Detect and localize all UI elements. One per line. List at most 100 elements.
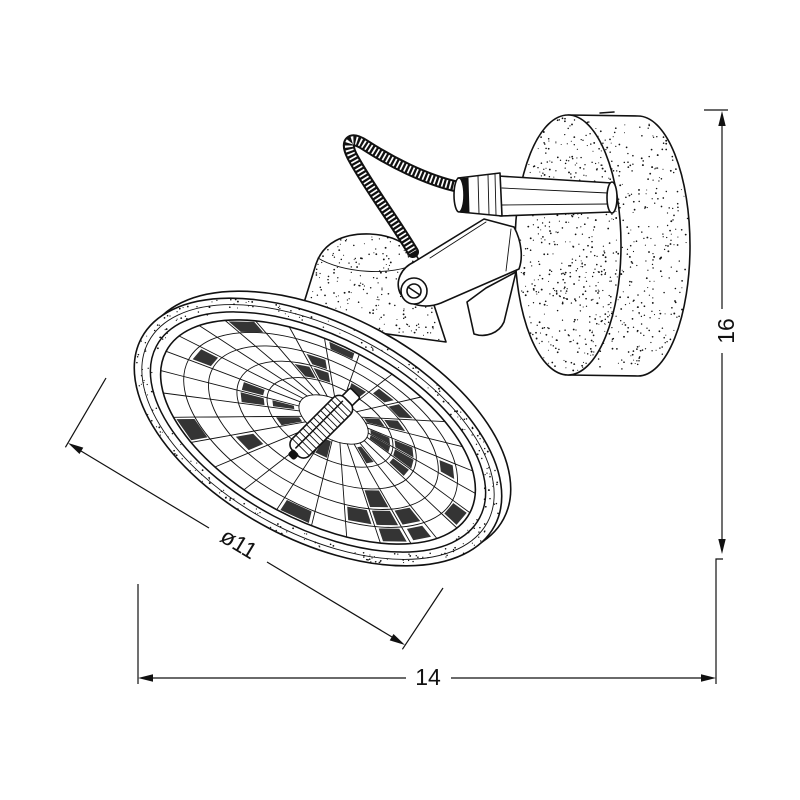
stipple-dot [573,119,576,121]
stipple-dot [622,203,625,206]
stipple-dot [662,197,665,199]
stipple-dot [585,175,587,177]
stipple-dot [337,277,339,279]
stipple-dot [554,243,556,246]
stipple-dot [591,240,593,243]
stipple-dot [611,326,613,329]
stipple-dot [136,356,139,358]
stipple-dot [527,225,530,228]
diameter-arrow-left [68,443,84,454]
stipple-dot [582,293,584,296]
stipple-dot [375,253,378,256]
stipple-dot [408,553,410,555]
reflector-rib [346,443,381,544]
stipple-dot [592,334,595,337]
stipple-dot [659,257,662,260]
stipple-dot [593,271,595,274]
stipple-dot [669,338,672,341]
stipple-dot [366,292,368,295]
stipple-dot [593,351,595,353]
stipple-dot [173,449,175,452]
stipple-dot [329,543,332,546]
diameter-extension-line-left [64,377,107,448]
stipple-dot [553,176,555,178]
stipple-dot [563,359,565,361]
stipple-dot [592,229,595,231]
stipple-dot [463,418,466,421]
stipple-dot [564,167,566,169]
stipple-dot [670,233,672,235]
arm-stem-group [497,175,618,217]
stipple-dot [654,202,656,204]
stipple-dot [578,255,581,257]
stipple-dot [584,263,586,266]
stipple-dot [601,176,604,178]
stipple-dot [641,349,644,351]
stipple-dot [388,302,391,305]
stipple-dot [486,450,489,453]
stipple-dot [561,227,564,229]
stipple-dot [520,272,522,274]
stipple-dot [589,285,591,287]
reflector-rib [311,439,333,527]
stipple-dot [337,300,340,303]
stipple-dot [538,342,540,344]
stipple-dot [567,127,569,130]
stipple-dot [189,470,192,472]
stipple-dot [648,155,650,158]
stipple-dot [565,221,567,224]
stipple-dot [541,327,544,330]
stipple-dot [651,263,654,266]
stipple-dot [631,353,634,356]
stipple-dot [403,308,405,310]
stipple-dot [628,194,631,197]
stipple-dot [312,291,314,293]
stipple-dot [668,277,670,279]
stipple-dot [344,331,346,333]
stipple-dot [158,324,161,326]
stipple-dot [319,272,321,275]
stipple-dot [543,253,546,256]
stipple-dot [639,126,641,128]
stipple-dot [547,138,550,140]
stipple-dot [349,279,351,281]
stipple-dot [368,253,370,256]
stipple-dot [542,236,544,238]
stipple-dot [572,245,574,248]
stipple-dot [595,290,597,292]
stipple-dot [666,212,669,214]
stipple-dot [598,147,600,150]
stipple-dot [651,350,653,352]
stipple-dot [422,334,425,336]
stipple-dot [552,345,555,347]
stipple-dot [639,349,642,352]
stipple-dot [612,252,615,254]
stipple-dot [225,496,227,499]
stipple-dot [636,348,638,350]
stipple-dot [651,310,653,313]
stipple-dot [415,555,417,557]
stipple-dot [563,273,566,276]
stipple-dot [147,413,149,415]
stipple-dot [537,148,539,150]
stipple-dot [229,499,231,501]
stipple-dot [640,157,643,160]
stipple-dot [369,554,371,556]
stipple-dot [551,336,553,338]
stipple-dot [398,244,401,247]
stipple-dot [563,286,566,289]
reflector-facet [444,503,467,525]
stipple-dot [487,489,490,492]
stipple-dot [526,290,529,293]
stipple-dot [370,346,373,348]
stipple-dot [140,383,142,385]
stipple-dot [589,315,591,318]
stipple-dot [658,317,660,320]
stipple-dot [333,272,335,274]
stipple-dot [540,229,542,231]
reflector-facet [370,429,391,445]
reflector-rib [198,325,308,397]
stipple-dot [332,254,334,256]
stipple-dot [161,431,163,433]
stipple-dot [632,250,635,253]
